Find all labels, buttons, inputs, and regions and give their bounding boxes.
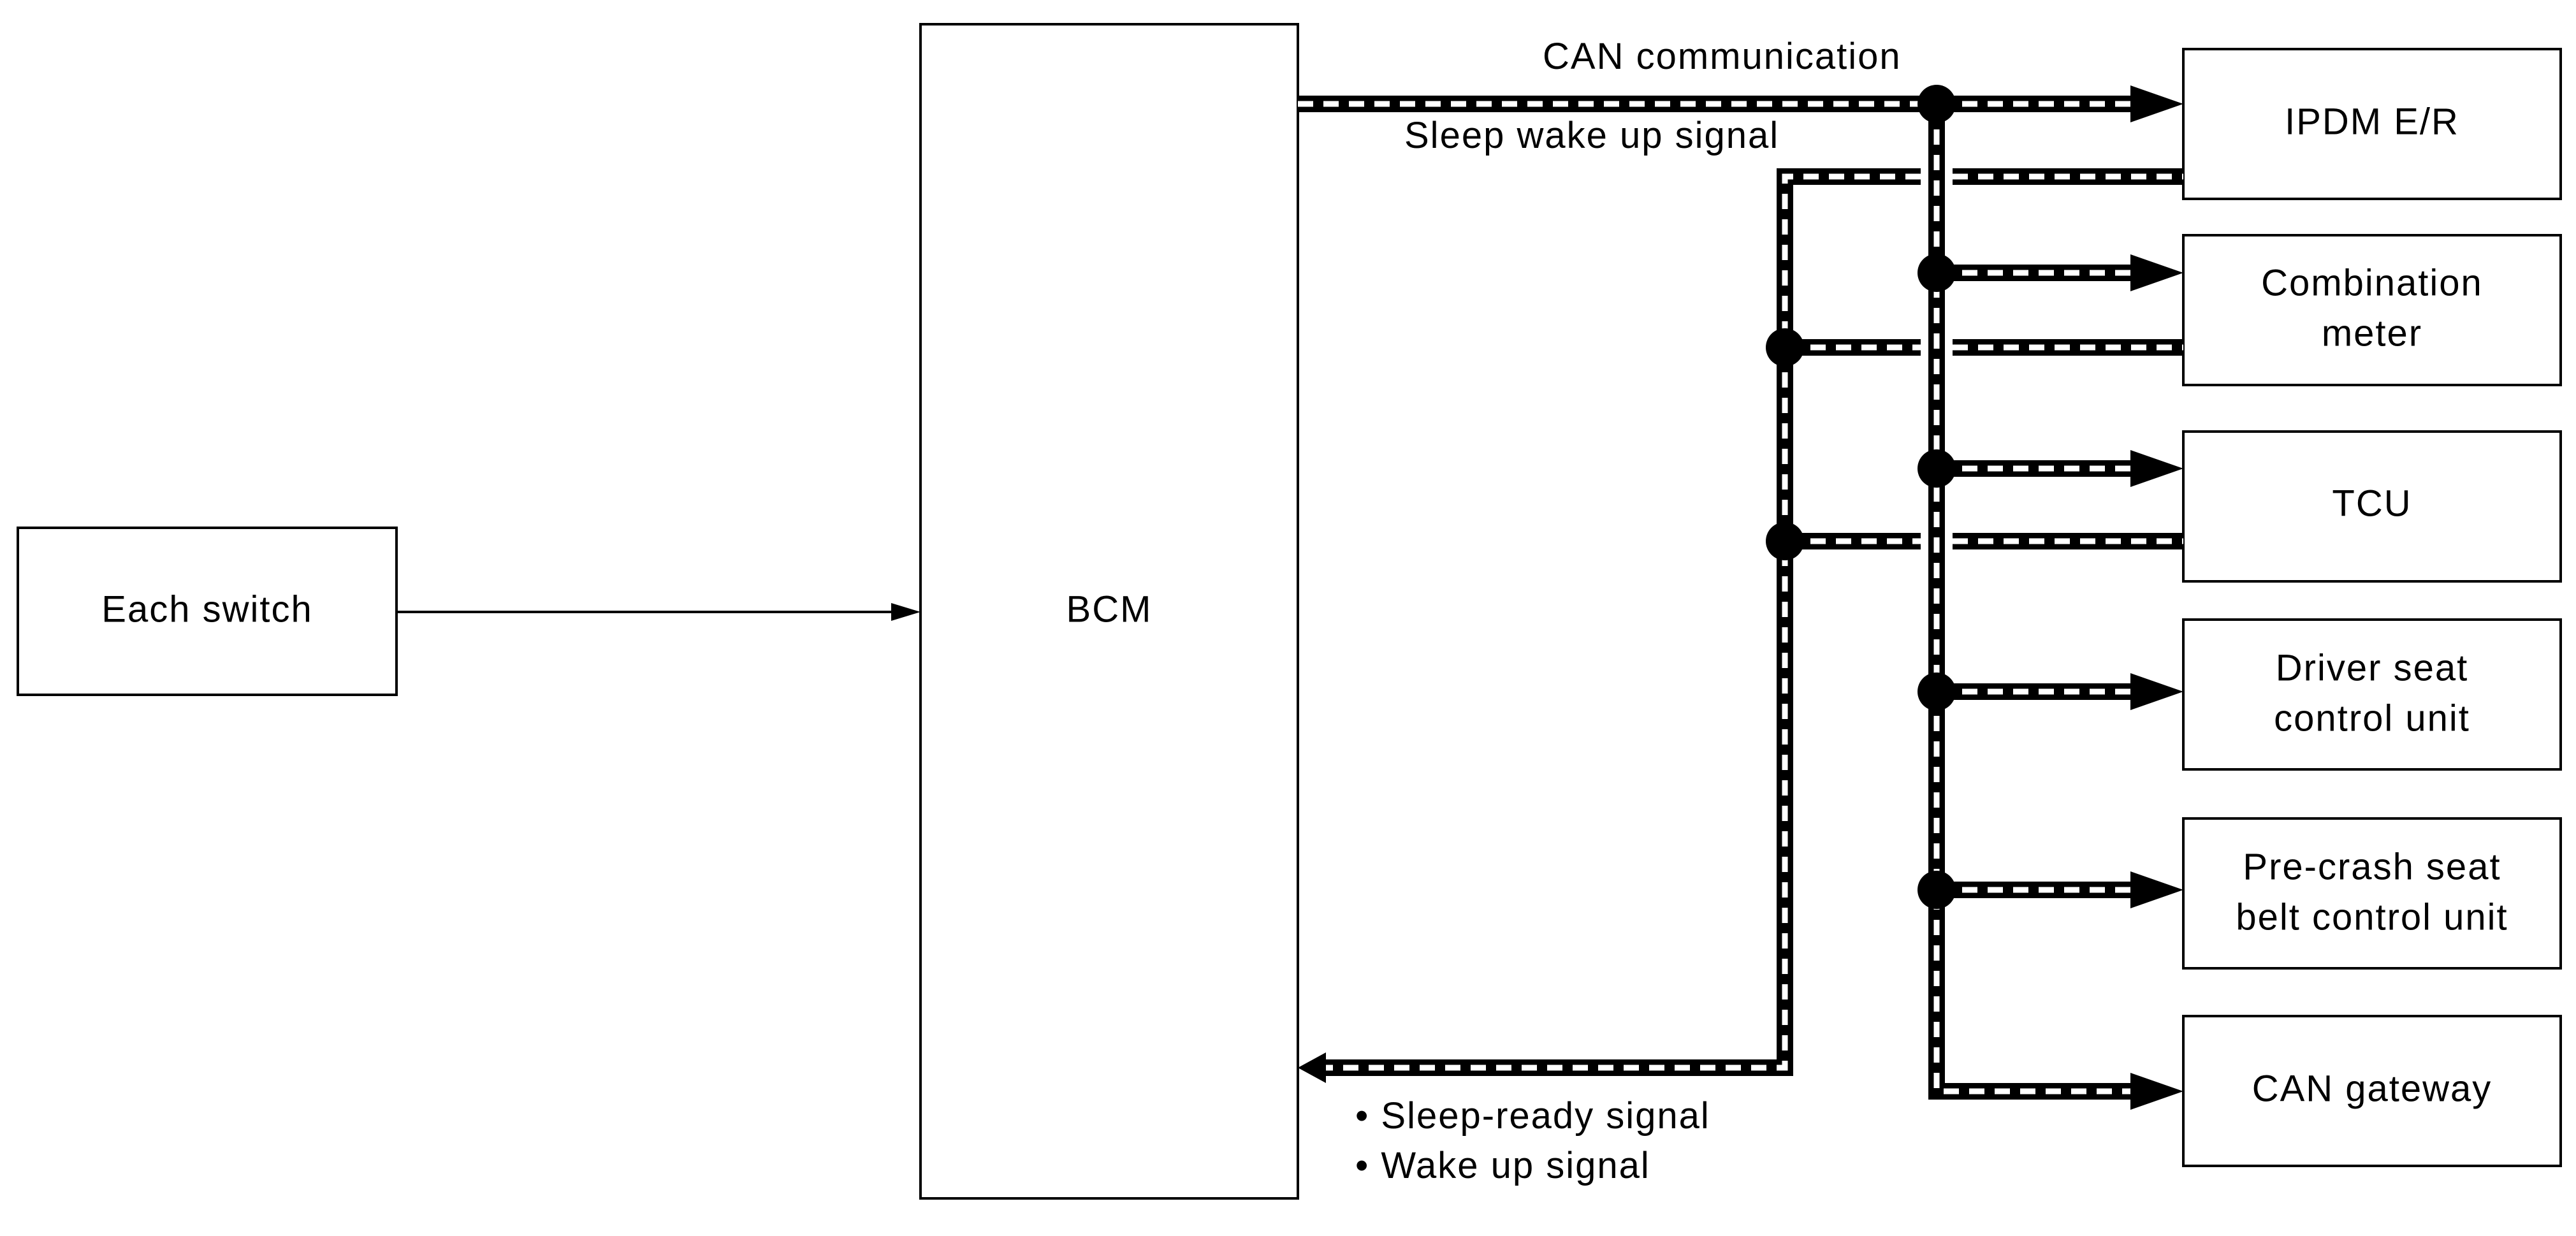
- arrowhead-combination-meter: [2130, 254, 2183, 291]
- arrowhead-bcm-return: [1298, 1052, 1326, 1083]
- can-communication-label: CAN communication: [1543, 36, 1902, 77]
- junction-nodes: [1766, 85, 1956, 909]
- block-combination-meter: Combination meter: [2182, 234, 2562, 386]
- arrow-switch-to-bcm: [397, 603, 921, 621]
- block-bcm: BCM: [919, 23, 1299, 1200]
- block-driver-seat: Driver seat control unit: [2182, 618, 2562, 771]
- block-pre-crash: Pre-crash seat belt control unit: [2182, 817, 2562, 970]
- driver-seat-label-line1: Driver seat: [2276, 647, 2468, 688]
- pre-crash-label-line2: belt control unit: [2236, 896, 2508, 938]
- arrowhead-pre-crash: [2130, 871, 2183, 908]
- bus-arrowheads: [1298, 85, 2183, 1110]
- arrowhead-ipdm: [2130, 85, 2183, 122]
- can-bus-outer: [1298, 96, 2183, 1100]
- block-ipdm: IPDM E/R: [2182, 48, 2562, 200]
- block-can-gateway: CAN gateway: [2182, 1015, 2562, 1167]
- can-gateway-label: CAN gateway: [2252, 1068, 2492, 1109]
- each-switch-label: Each switch: [101, 588, 312, 630]
- combination-meter-label-line1: Combination: [2261, 262, 2483, 303]
- block-each-switch: Each switch: [17, 527, 398, 696]
- tcu-label: TCU: [2332, 483, 2412, 524]
- arrowhead-tcu: [2130, 450, 2183, 487]
- driver-seat-label-line2: control unit: [2274, 697, 2470, 739]
- sleep-ready-signal-label: • Sleep-ready signal: [1355, 1095, 1710, 1137]
- ipdm-label: IPDM E/R: [2285, 101, 2459, 142]
- arrowhead-can-gateway: [2130, 1073, 2183, 1110]
- bcm-label: BCM: [1066, 588, 1153, 630]
- block-tcu: TCU: [2182, 430, 2562, 583]
- combination-meter-label-line2: meter: [2322, 312, 2422, 354]
- pre-crash-label-line1: Pre-crash seat: [2243, 846, 2501, 887]
- sleep-wake-up-signal-label: Sleep wake up signal: [1404, 115, 1779, 156]
- wake-up-signal-label: • Wake up signal: [1355, 1145, 1650, 1186]
- arrowhead-driver-seat: [2130, 673, 2183, 710]
- can-bus-inner: [1298, 101, 2183, 1094]
